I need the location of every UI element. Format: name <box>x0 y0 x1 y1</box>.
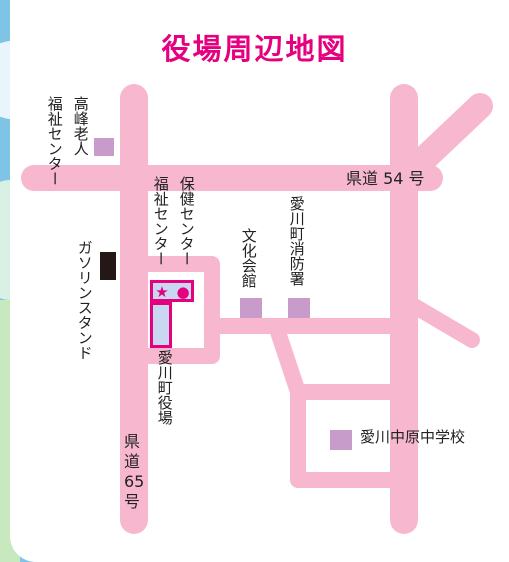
dot-icon: ● <box>176 283 190 301</box>
road-southeast-diagonal <box>268 318 412 400</box>
label-prefectural-65-char2: 道 <box>124 452 141 471</box>
fire-station-marker <box>288 298 310 318</box>
label-town-hall: 愛川町役場 <box>155 350 174 425</box>
label-prefectural-54: 県道 54 号 <box>346 169 425 188</box>
road-school-loop <box>290 384 412 488</box>
town-hall-building <box>150 302 172 348</box>
label-gas-station: ガソリンスタンド <box>75 240 94 360</box>
label-health-center-line2: 福祉センター <box>151 176 170 266</box>
label-health-center-line1: 保健センター <box>177 176 196 266</box>
road-east-diagonal <box>396 292 480 348</box>
label-takamine-welfare-line1: 高峰老人 <box>71 96 90 156</box>
culture-hall-marker <box>240 298 262 318</box>
label-takamine-welfare-line2: 福祉センター <box>45 96 64 186</box>
star-icon: ★ <box>155 283 169 301</box>
label-culture-hall: 文化会館 <box>239 228 258 288</box>
label-prefectural-65-char3: 65 <box>124 472 145 491</box>
road-town-hall-loop <box>142 256 220 364</box>
map-title: 役場周辺地図 <box>161 32 348 66</box>
gas-station-marker <box>100 252 116 280</box>
label-fire-station: 愛川町消防署 <box>287 196 306 286</box>
junior-high-marker <box>330 430 352 450</box>
takamine-welfare-marker <box>94 138 114 156</box>
health-center-building <box>150 280 194 302</box>
label-junior-high: 愛川中原中学校 <box>360 428 466 446</box>
road-northeast-diagonal <box>391 93 493 191</box>
map-card <box>10 0 509 562</box>
label-prefectural-65-char1: 県 <box>124 432 141 451</box>
label-prefectural-65-char4: 号 <box>124 492 141 511</box>
